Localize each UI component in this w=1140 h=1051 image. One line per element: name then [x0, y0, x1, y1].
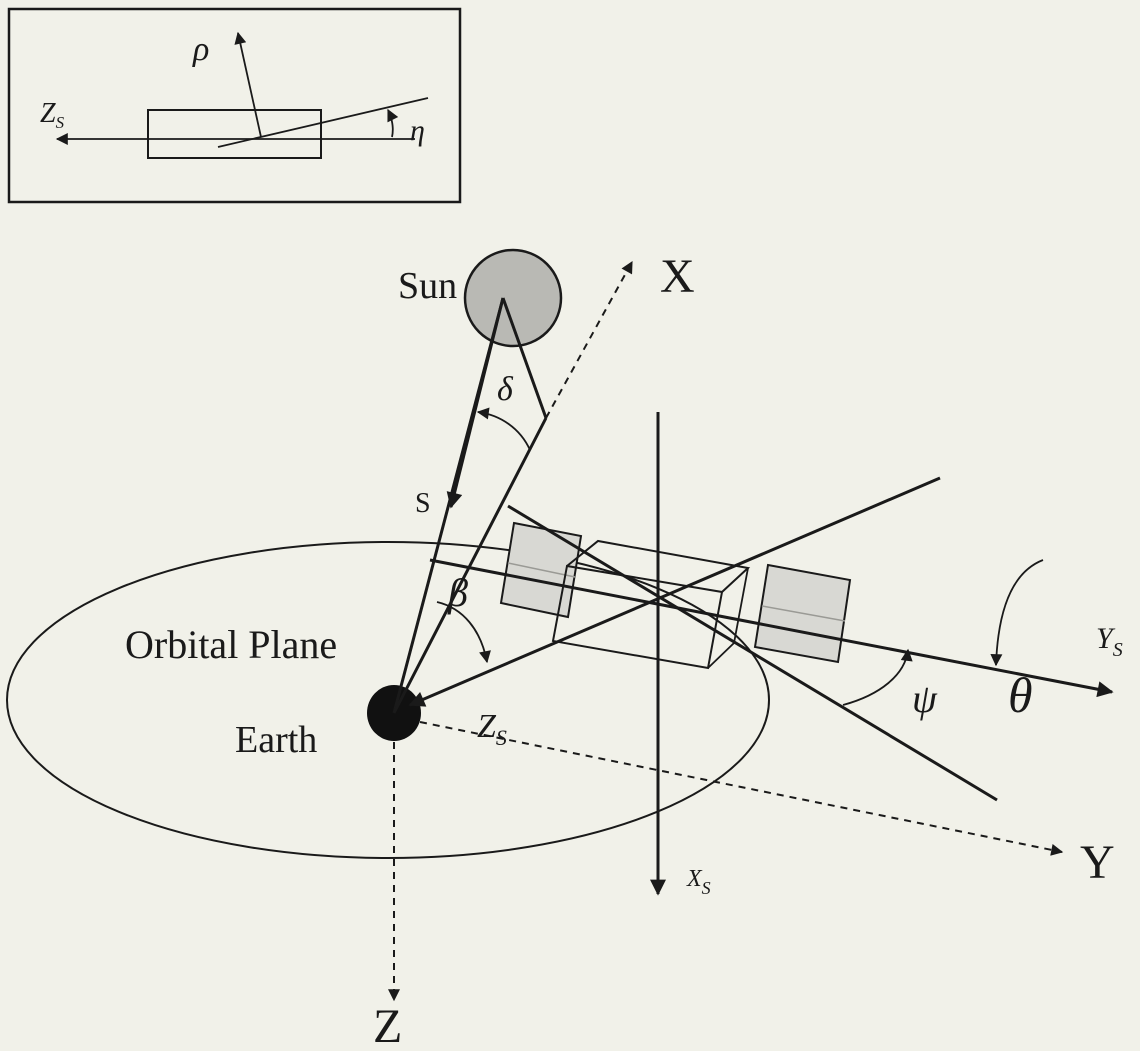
sun-vector-s-arrow	[446, 297, 505, 509]
delta-label: δ	[497, 371, 514, 408]
solar-panel-left-divider	[507, 562, 576, 578]
spacecraft-body-side-bottom	[707, 642, 735, 669]
delta-angle-arc-arrow	[476, 407, 531, 451]
sun-icon	[463, 248, 563, 348]
inset-rho-arrow	[234, 31, 262, 138]
theta-rotation-arc-arrow	[990, 559, 1044, 667]
zs-axis-arrow	[408, 476, 941, 707]
zs-label: ZS	[477, 708, 507, 750]
y-axis-dashed-arrow	[419, 721, 1064, 856]
s-vector-label: S	[415, 488, 431, 519]
psi-label: ψ	[912, 676, 938, 721]
inset-zs-label: ZS	[40, 98, 65, 132]
orbital-plane-label: Orbital Plane	[125, 622, 337, 667]
beta-label: β	[447, 570, 468, 615]
spacecraft	[499, 504, 998, 802]
x-axis-dashed-arrow	[545, 260, 633, 419]
spacecraft-panel-diagonal	[507, 504, 998, 802]
solar-panel-right-divider	[761, 605, 846, 622]
ys-label: YS	[1096, 622, 1123, 661]
ys-axis-arrow	[429, 558, 1114, 698]
inset-spacecraft-body	[147, 109, 322, 159]
earth-label: Earth	[235, 719, 317, 761]
y-axis-label: Y	[1080, 836, 1115, 889]
inset-eta-label: η	[410, 114, 425, 147]
inset-panel: ρ ZS η	[7, 7, 462, 204]
theta-label: θ	[1008, 667, 1033, 723]
xs-label: XS	[686, 866, 711, 898]
inset-eta-arc-arrow	[387, 108, 399, 138]
x-axis-label: X	[660, 250, 695, 303]
psi-angle-arc-arrow	[842, 648, 913, 706]
spacecraft-body-side	[733, 567, 749, 644]
inset-rho-label: ρ	[192, 31, 209, 68]
orbital-plane-ellipse	[6, 541, 770, 859]
earth-x-ray	[392, 417, 548, 714]
spacecraft-body-top	[566, 539, 751, 593]
sun-label: Sun	[398, 265, 457, 307]
inset-panel-line	[217, 97, 429, 148]
sun-line-to-x-axis	[501, 297, 548, 419]
beta-angle-arc-arrow	[436, 601, 491, 664]
z-axis-label: Z	[373, 1000, 402, 1051]
inset-frame	[7, 7, 462, 204]
